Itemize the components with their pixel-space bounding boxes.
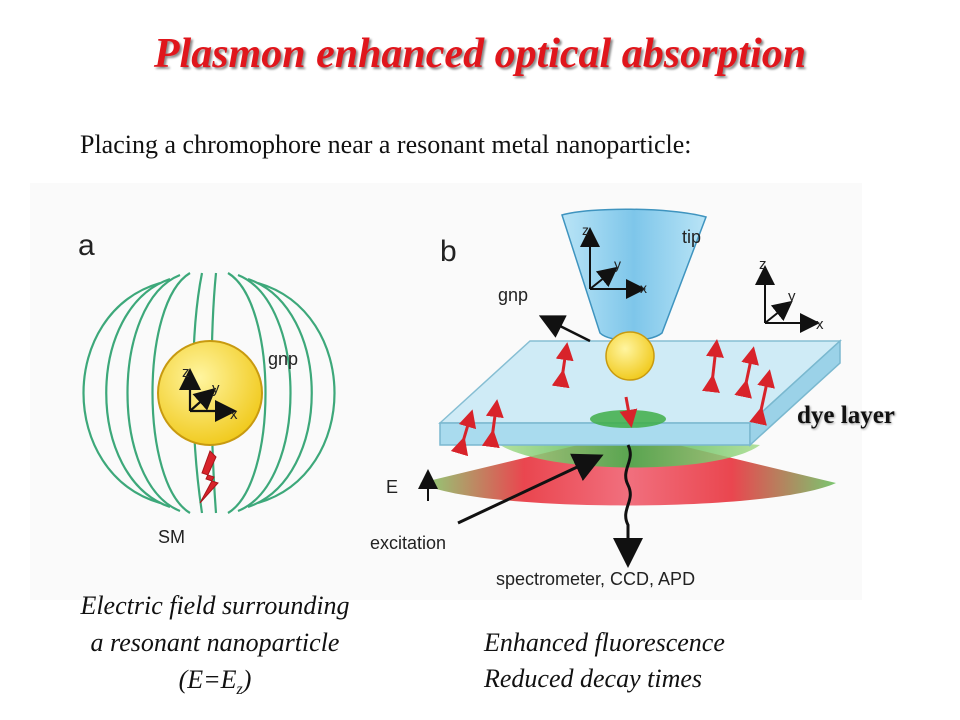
dipole-arrow-a [199, 450, 219, 504]
panel-b: b tip z y x g [370, 208, 842, 589]
axis-b-tip-y: y [614, 256, 621, 272]
nanoparticle [157, 340, 263, 446]
caption-left-line2: a resonant nanoparticle [90, 628, 340, 657]
axis-b-y: y [788, 288, 796, 305]
e-field-label: E [386, 477, 398, 497]
excitation-arrow [457, 453, 604, 525]
dye-layer-front [439, 422, 751, 446]
sm-label: SM [158, 527, 185, 547]
tip-nanoparticle [605, 331, 655, 381]
detector-label: spectrometer, CCD, APD [496, 569, 695, 589]
gnp-label-a: gnp [268, 349, 298, 369]
caption-left-line3: (E=Ez) [30, 661, 400, 708]
axis-a-z: z [182, 364, 190, 381]
axes-b [755, 265, 820, 333]
panel-a-letter: a [78, 229, 95, 262]
tip-label: tip [682, 227, 701, 247]
plasmon-figure: a z y x gnp SM b [30, 183, 862, 600]
caption-right-line1: Enhanced fluorescence [484, 628, 725, 657]
axis-b-tip-z: z [582, 222, 589, 238]
excitation-label: excitation [370, 533, 446, 553]
caption-left-line1: Electric field surrounding [80, 591, 350, 620]
dye-layer-label: dye layer [797, 402, 895, 429]
axis-a-y: y [212, 380, 220, 397]
caption-right-line2: Reduced decay times [484, 664, 703, 693]
panel-b-letter: b [440, 235, 457, 268]
gnp-label-b: gnp [498, 285, 528, 305]
caption-left-sub: z [236, 681, 243, 699]
panel-a: a z y x gnp SM [78, 229, 336, 547]
axes-a [179, 368, 237, 422]
gnp-pointer [538, 315, 591, 343]
caption-right: Enhanced fluorescence Reduced decay time… [484, 625, 725, 697]
caption-left-suffix: ) [242, 665, 252, 694]
axis-a-x: x [230, 406, 238, 423]
axis-b-tip-x: x [640, 280, 647, 296]
axis-b-x: x [816, 316, 824, 333]
page-title: Plasmon enhanced optical absorption [153, 31, 807, 77]
subtitle: Placing a chromophore near a resonant me… [80, 130, 692, 159]
emission-arrow [613, 444, 643, 568]
axis-b-z: z [759, 256, 767, 273]
caption-left: Electric field surrounding a resonant na… [30, 587, 400, 708]
caption-left-prefix: (E=E [178, 665, 237, 694]
axes-b-tip [580, 227, 646, 299]
dye-dipoles [450, 339, 775, 457]
